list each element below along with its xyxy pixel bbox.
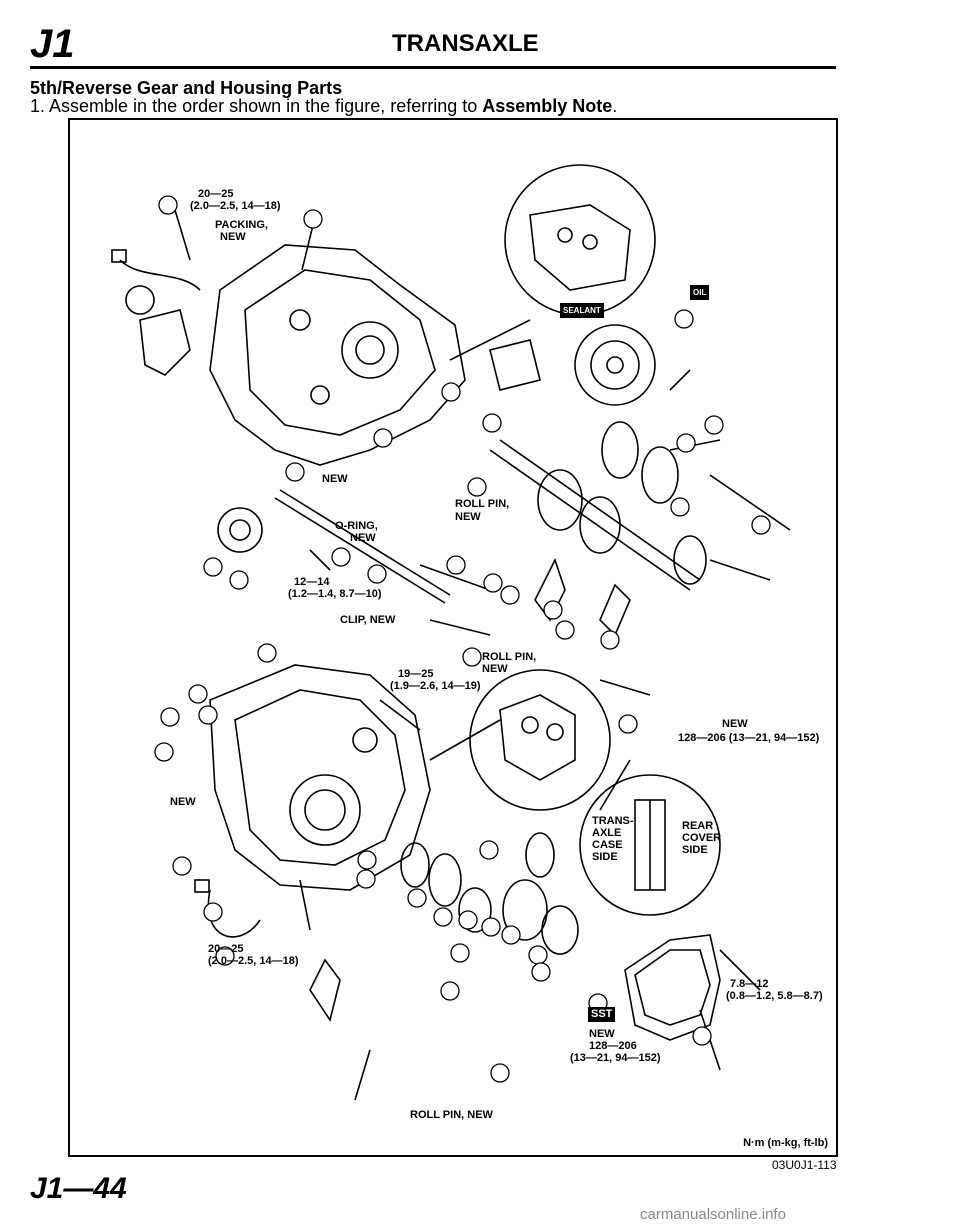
torque-label-27-detail: (2.0—2.5, 14—18) bbox=[190, 200, 281, 212]
detail-circle-section bbox=[579, 774, 721, 916]
exploded-view-figure: 20—25 (2.0—2.5, 14—18) PACKING, NEW NEW … bbox=[68, 118, 838, 1157]
differential-gear bbox=[574, 324, 656, 406]
rear-cover-side-label-3: SIDE bbox=[682, 844, 708, 856]
figure-drawing bbox=[111, 164, 791, 1101]
sealant-tag: SEALANT bbox=[560, 303, 604, 318]
roll-pin-new-a-label-2: NEW bbox=[455, 511, 481, 523]
detail-circle-middle bbox=[469, 669, 611, 811]
torque-38-label: 128—206 bbox=[589, 1040, 637, 1052]
units-note: N·m (m-kg, ft-lb) bbox=[743, 1137, 828, 1149]
sst-tag: SST bbox=[588, 1007, 616, 1022]
torque-39-detail: (0.8—1.2, 5.8—8.7) bbox=[726, 990, 823, 1002]
transaxle-case-side-label-4: SIDE bbox=[592, 851, 618, 863]
rear-cover-side-label-2: COVER bbox=[682, 832, 722, 844]
step-end: . bbox=[612, 96, 618, 116]
sensor-wire bbox=[119, 259, 201, 291]
torque-26-detail: (1.9—2.6, 14—19) bbox=[390, 680, 481, 692]
torque-39-label: 7.8—12 bbox=[730, 978, 769, 990]
header-rule bbox=[30, 66, 836, 69]
new-37-label: NEW bbox=[722, 718, 748, 730]
new-housing-label: NEW bbox=[170, 796, 196, 808]
step-text: 1. Assemble in the order shown in the fi… bbox=[30, 96, 483, 116]
roll-pin-new-a-label: ROLL PIN, bbox=[455, 498, 510, 510]
torque-37-label: 128—206 (13—21, 94—152) bbox=[678, 732, 820, 744]
torque-28-detail: (2.0—2.5, 14—18) bbox=[208, 955, 299, 967]
assembly-step: 1. Assemble in the order shown in the fi… bbox=[30, 96, 617, 117]
new-38-label: NEW bbox=[589, 1028, 615, 1040]
roll-pin-new-b-label-2: NEW bbox=[482, 663, 508, 675]
rear-cover-side-label: REAR bbox=[682, 820, 714, 832]
transaxle-case-side-label-2: AXLE bbox=[592, 827, 622, 839]
transaxle-case-outline bbox=[209, 244, 466, 466]
clip-new-label: CLIP, NEW bbox=[340, 614, 396, 626]
roll-pin-new-b-label: ROLL PIN, bbox=[482, 651, 537, 663]
page-number: J1—44 bbox=[30, 1172, 127, 1205]
torque-28-label: 20—25 bbox=[208, 943, 244, 955]
transaxle-case-side-label: TRANS- bbox=[592, 815, 634, 827]
figure-code: 03U0J1-113 bbox=[772, 1158, 837, 1172]
page-title: TRANSAXLE bbox=[392, 30, 539, 57]
torque-label-27: 20—25 bbox=[198, 188, 234, 200]
transaxle-case-side-label-3: CASE bbox=[592, 839, 623, 851]
torque-38-detail: (13—21, 94—152) bbox=[570, 1052, 661, 1064]
torque-21-label: 12—14 bbox=[294, 576, 330, 588]
rear-housing-outline bbox=[209, 664, 431, 891]
packing-new-label-2: NEW bbox=[220, 231, 246, 243]
rear-cover-outline bbox=[624, 934, 721, 1041]
oring-new-label: O-RING, bbox=[335, 520, 378, 532]
torque-21-detail: (1.2—1.4, 8.7—10) bbox=[288, 588, 382, 600]
torque-26-label: 19—25 bbox=[398, 668, 434, 680]
section-title: 5th/Reverse Gear and Housing Parts bbox=[30, 78, 343, 98]
packing-new-label: PACKING, bbox=[215, 219, 268, 231]
detail-circle-top bbox=[504, 164, 656, 316]
watermark: carmanualsonline.info bbox=[640, 1206, 786, 1223]
assembly-note-ref[interactable]: Assembly Note bbox=[482, 96, 613, 116]
new-19-label: NEW bbox=[322, 473, 348, 485]
section-code: J1 bbox=[30, 22, 75, 66]
oring-new-label-2: NEW bbox=[350, 532, 376, 544]
oil-tag: OIL bbox=[690, 285, 710, 300]
roll-pin-new-c-label: ROLL PIN, NEW bbox=[410, 1109, 493, 1121]
